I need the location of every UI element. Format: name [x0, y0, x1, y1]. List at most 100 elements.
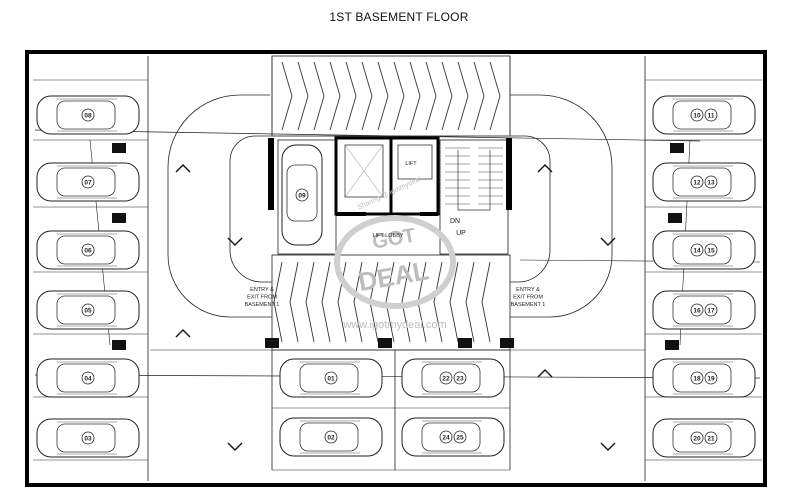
bay-number: 16 [693, 307, 701, 314]
entry-label-left: EXIT FROM [247, 295, 277, 301]
car-left-bay-2: 07 [36, 162, 140, 202]
bay-number: 24 [442, 434, 450, 441]
car-left-bay-4: 05 [36, 290, 140, 330]
column [665, 340, 679, 350]
driveway-loop-left [167, 94, 272, 318]
car-body [652, 290, 756, 330]
bay-number: 02 [327, 434, 335, 441]
lift-lobby-label: LIFT LOBBY [372, 233, 403, 239]
island-left [229, 135, 272, 283]
ramp-chevron [433, 261, 443, 343]
arrow-down-icon [227, 237, 243, 246]
top-ramp [271, 55, 511, 137]
bay-number: 15 [707, 247, 715, 254]
entry-label-left: ENTRY & [250, 287, 274, 293]
ramp-chevron [273, 261, 283, 343]
ramps [271, 55, 511, 351]
ramp-chevron [401, 261, 411, 343]
car-center-bay-4: 24 25 [401, 417, 505, 457]
arrow-down-icon [600, 237, 616, 246]
ramp-chevron [385, 261, 395, 343]
car-body [652, 230, 756, 270]
up-label: UP [456, 230, 466, 237]
ramp-chevron [441, 61, 453, 131]
car-roof [672, 235, 732, 265]
car-body [652, 418, 756, 458]
arrow-down-icon [600, 442, 616, 451]
lift-cross [344, 144, 384, 198]
wall-segment [506, 138, 512, 210]
driveway-loop-right [510, 94, 613, 318]
column [670, 143, 684, 153]
bay-number-circle [81, 303, 95, 317]
column [378, 338, 392, 348]
arrow-up-icon [537, 164, 553, 173]
ramp-chevron [337, 261, 347, 343]
column [265, 338, 279, 348]
column [112, 340, 126, 350]
down-label: DN [450, 218, 460, 225]
car-roof [299, 422, 359, 452]
bay-number: 11 [708, 112, 715, 119]
car-roof [286, 164, 318, 222]
ramp-chevron [465, 261, 475, 343]
staircase [439, 139, 509, 255]
bay-number-circle [81, 243, 95, 257]
car-vertical-bay: 09 [281, 144, 323, 246]
watermark-ring [334, 215, 456, 309]
bay-number: 06 [84, 247, 92, 254]
ramp-chevron [289, 261, 299, 343]
ramp-chevron [481, 261, 491, 343]
car-body [652, 162, 756, 202]
ramp-chevron [353, 261, 363, 343]
car-roof [672, 100, 732, 130]
watermark-brand-top: GOT [371, 224, 418, 253]
lift-stair-core [268, 136, 512, 255]
car-left-bay-5: 04 [36, 358, 140, 398]
ramp-chevron [489, 61, 501, 131]
bay-number: 17 [707, 307, 715, 314]
bay-number: 04 [84, 375, 92, 382]
column [112, 143, 126, 153]
bay-number: 19 [707, 375, 715, 382]
ramp-chevron [329, 61, 341, 131]
bay-number-circle [690, 431, 704, 445]
entry-label-right: BASEMENT 1 [511, 302, 546, 308]
car-left-bay-3: 06 [36, 230, 140, 270]
lift-label: LIFT [405, 161, 417, 167]
bay-number-circle [690, 303, 704, 317]
bay-number: 13 [707, 179, 715, 186]
ramp-chevron [449, 261, 459, 343]
car-right-bay-1: 10 11 [652, 95, 756, 135]
car-roof [299, 363, 359, 393]
bay-number: 14 [693, 247, 701, 254]
column [668, 213, 682, 223]
car-body [652, 95, 756, 135]
ramp-chevron [409, 61, 421, 131]
ramp-chevron [313, 61, 325, 131]
bay-number-circle [453, 371, 467, 385]
car-body [652, 358, 756, 398]
car-roof [56, 363, 116, 393]
arrow-up-icon [175, 329, 191, 338]
ramp-chevron [425, 61, 437, 131]
lift-car-2 [397, 144, 433, 180]
bay-number-circle [690, 243, 704, 257]
bay-number: 08 [84, 112, 92, 119]
bay-number: 25 [456, 434, 464, 441]
car-roof [672, 167, 732, 197]
ramp-chevron [281, 61, 293, 131]
bay-number-circle [704, 175, 718, 189]
column [458, 338, 472, 348]
bay-number-circle [690, 108, 704, 122]
bay-number-circle [81, 431, 95, 445]
car-body [401, 417, 505, 457]
bay-number: 10 [693, 112, 701, 119]
bay-number: 22 [442, 375, 450, 382]
bay-number: 12 [693, 179, 701, 186]
watermark-brand-bottom: DEAL [356, 255, 431, 297]
ramp-chevron [393, 61, 405, 131]
car-right-bay-2: 12 13 [652, 162, 756, 202]
